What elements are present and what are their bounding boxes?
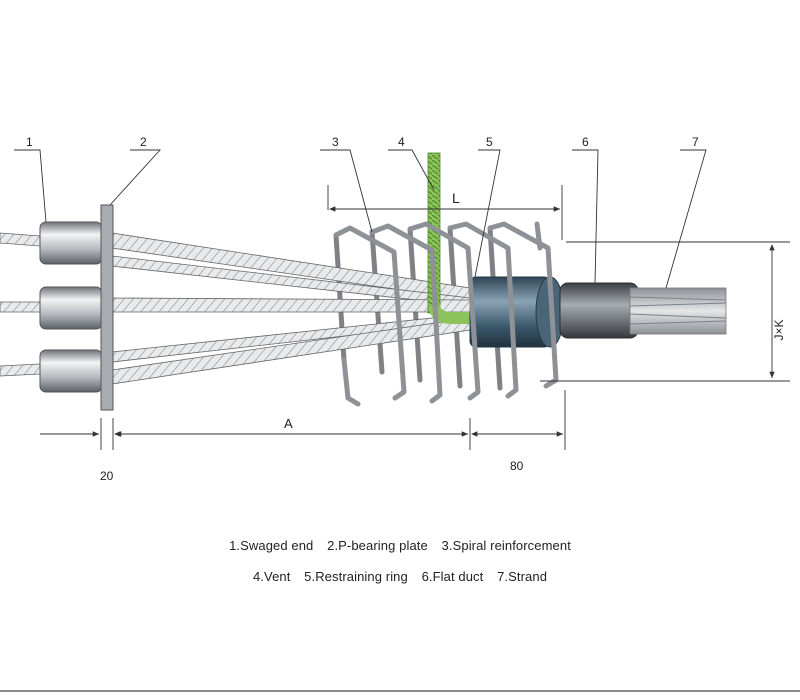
callout-6: 6 bbox=[582, 135, 589, 149]
legend-item: 3.Spiral reinforcement bbox=[441, 538, 571, 553]
dim-label-height: J×K bbox=[772, 319, 786, 340]
dim-label-20: 20 bbox=[100, 469, 114, 483]
legend-item: 6.Flat duct bbox=[421, 569, 484, 584]
dim-label-80: 80 bbox=[510, 459, 524, 473]
dim-label-L: L bbox=[452, 190, 460, 206]
legend-item: 7.Strand bbox=[497, 569, 548, 584]
legend-line-1: 1.Swaged end 2.P-bearing plate 3.Spiral … bbox=[0, 538, 800, 553]
callout-4: 4 bbox=[398, 135, 405, 149]
legend-line-2: 4.Vent 5.Restraining ring 6.Flat duct 7.… bbox=[0, 569, 800, 584]
strand-fan bbox=[0, 232, 471, 385]
dim-label-A: A bbox=[284, 416, 293, 431]
callout-1: 1 bbox=[26, 135, 33, 149]
callout-5: 5 bbox=[486, 135, 493, 149]
legend-item: 1.Swaged end bbox=[229, 538, 314, 553]
callout-2: 2 bbox=[140, 135, 147, 149]
legend-item: 4.Vent bbox=[252, 569, 291, 584]
legend-item: 2.P-bearing plate bbox=[327, 538, 428, 553]
callout-7: 7 bbox=[692, 135, 699, 149]
dimension-lines bbox=[14, 149, 790, 450]
flat-duct bbox=[559, 282, 639, 339]
bottom-rule bbox=[0, 690, 800, 692]
spiral-front bbox=[333, 221, 559, 407]
bearing-plate bbox=[100, 204, 114, 411]
legend-item: 5.Restraining ring bbox=[304, 569, 408, 584]
swaged-ends bbox=[39, 221, 103, 393]
strand-bundle bbox=[629, 287, 727, 335]
callout-3: 3 bbox=[332, 135, 339, 149]
